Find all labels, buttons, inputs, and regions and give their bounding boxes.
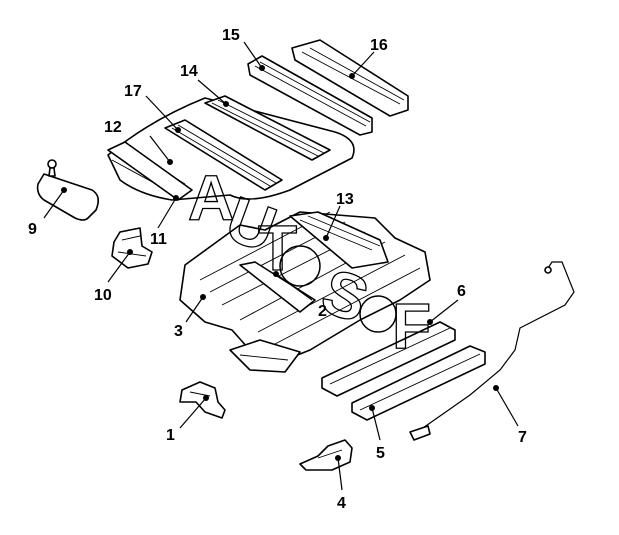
roof-bow-17 (164, 119, 283, 191)
sun-visor (36, 159, 100, 221)
sill-rail-5 (351, 345, 486, 421)
callout-2: 2 (318, 303, 327, 320)
callout-4: 4 (337, 495, 346, 512)
callout-17: 17 (124, 83, 142, 100)
callout-15: 15 (222, 27, 240, 44)
watermark-o-ring (359, 295, 397, 333)
visor-bracket (111, 227, 153, 269)
callout-16: 16 (370, 37, 388, 54)
sill-rail-6 (321, 321, 456, 397)
callout-12: 12 (104, 119, 122, 136)
watermark: A U T S F (187, 161, 431, 362)
floor-tunnel (289, 211, 389, 269)
callout-5: 5 (376, 445, 385, 462)
callout-3: 3 (174, 323, 183, 340)
callout-6: 6 (457, 283, 466, 300)
release-cable (409, 261, 575, 441)
bracket-4 (299, 439, 353, 471)
roof-bow-front (107, 141, 193, 201)
callout-13: 13 (336, 191, 354, 208)
callout-labels: 1 2 3 4 5 6 7 9 10 11 12 13 14 15 16 17 (28, 27, 527, 512)
watermark-letter: F (392, 290, 431, 362)
callout-9: 9 (28, 221, 37, 238)
leader-lines (43, 41, 519, 491)
watermark-letter: A (188, 162, 234, 234)
callout-1: 1 (166, 427, 175, 444)
roof-bow-14 (204, 95, 331, 161)
bracket-1 (179, 381, 226, 419)
rear-floor-section (229, 339, 301, 373)
callout-11: 11 (150, 231, 167, 248)
callout-10: 10 (94, 287, 112, 304)
callout-14: 14 (180, 63, 198, 80)
callout-7: 7 (518, 429, 527, 446)
roof-rail-15 (247, 55, 373, 136)
watermark-o-ring (279, 245, 321, 287)
